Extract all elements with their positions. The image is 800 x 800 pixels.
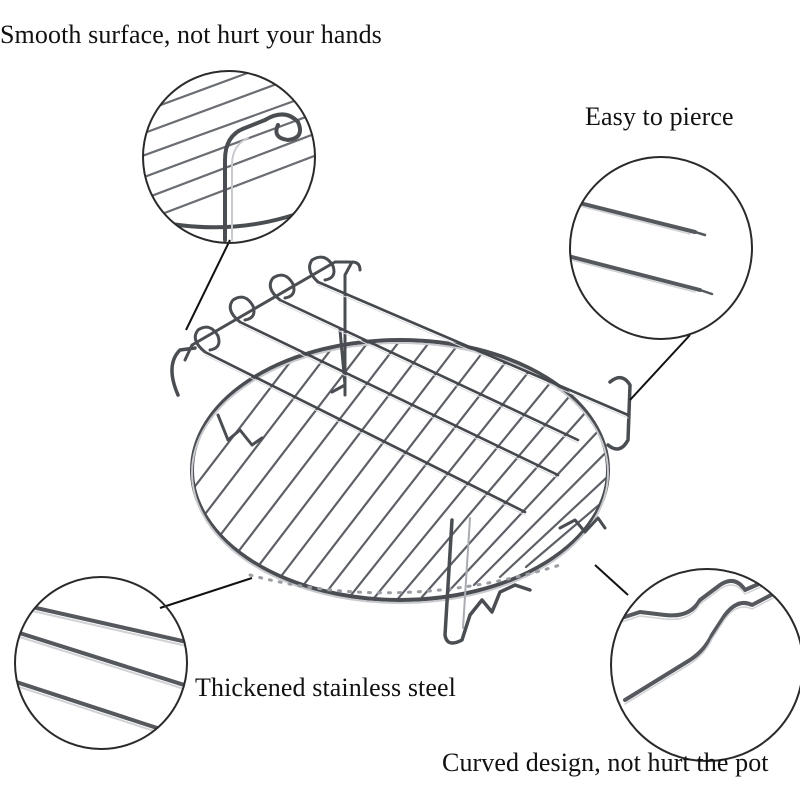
- skewers: [203, 280, 630, 514]
- rack-leg-left: [170, 346, 197, 397]
- connector-curved: [594, 564, 629, 596]
- steel-wire-circle: [14, 576, 188, 750]
- rack-leg-right: [606, 375, 632, 451]
- skewer-2: [238, 320, 560, 477]
- curved-leg-circle: [610, 568, 800, 762]
- curved-leg-detail: [610, 568, 800, 762]
- skewer-loops: [193, 255, 336, 354]
- smooth-surface-circle: [142, 70, 316, 244]
- rack-leg-front: [443, 518, 532, 645]
- caption-thickened-steel: Thickened stainless steel: [195, 673, 456, 702]
- caption-smooth-surface: Smooth surface, not hurt your hands: [0, 20, 382, 49]
- skewer-4: [316, 280, 630, 417]
- caption-curved-design: Curved design, not hurt the pot: [442, 748, 769, 777]
- rack-grid-wires: [192, 340, 608, 600]
- connector-pierce: [629, 334, 691, 401]
- skewer-3: [278, 298, 580, 442]
- skewer-tip-circle: [569, 156, 753, 340]
- skewer-tip-detail: [569, 156, 753, 340]
- caption-easy-to-pierce: Easy to pierce: [585, 102, 734, 131]
- connector-smooth: [185, 239, 231, 331]
- skewer-1: [203, 350, 527, 514]
- connector-steel: [159, 577, 253, 609]
- smooth-surface-detail: [142, 70, 316, 244]
- steel-wire-detail: [14, 576, 188, 750]
- callout-connectors: [159, 239, 691, 609]
- rack: [170, 255, 632, 645]
